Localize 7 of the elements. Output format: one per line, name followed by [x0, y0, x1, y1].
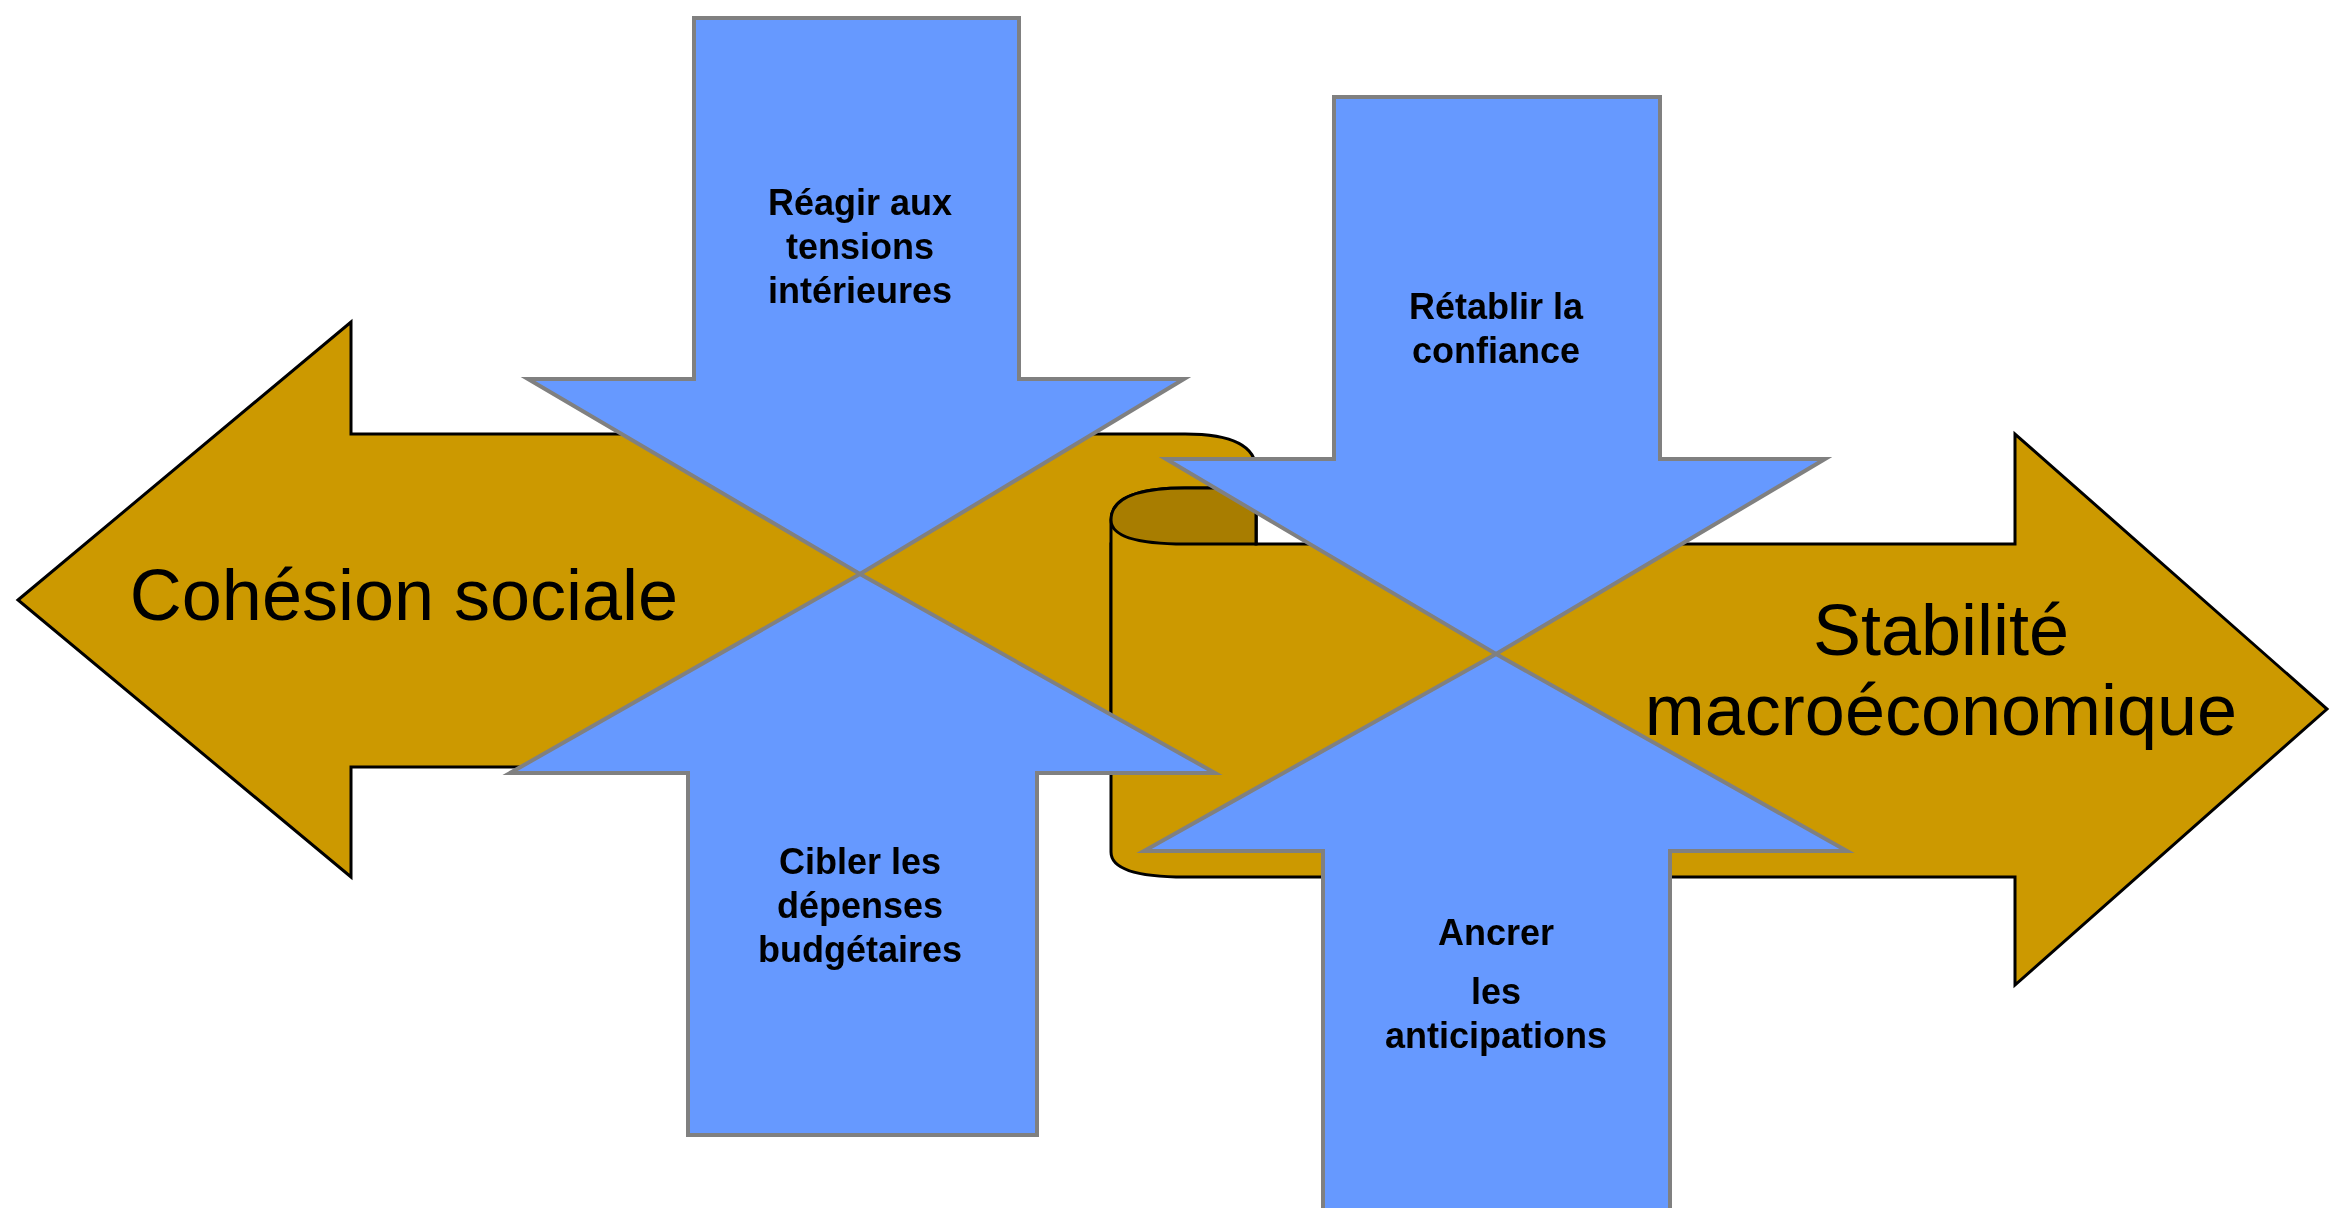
arrow-label: Ancrer — [1436, 911, 1556, 955]
arrow-label: Réagir aux tensions intérieures — [766, 181, 954, 313]
arrow-label: les anticipations — [1384, 970, 1608, 1058]
arrow-label: Cohésion sociale — [128, 555, 680, 635]
arrow-label: Rétablir la confiance — [1407, 285, 1585, 373]
arrow-label: Cibler les dépenses budgétaires — [756, 840, 963, 972]
arrow-label: Stabilité macroéconomique — [1643, 590, 2239, 750]
